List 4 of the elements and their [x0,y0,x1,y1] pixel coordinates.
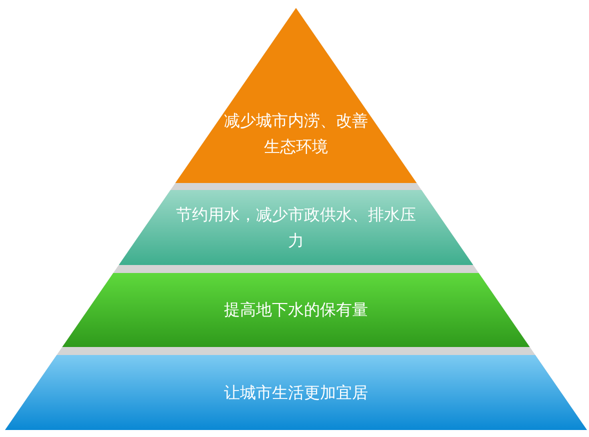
level-text: 让城市生活更加宜居 [224,382,368,404]
level-text: 节约用水，减少市政供水、排水压力 [174,204,417,252]
level-text: 提高地下水的保有量 [224,299,368,321]
level-text: 减少城市内涝、改善生态环境 [222,110,369,158]
